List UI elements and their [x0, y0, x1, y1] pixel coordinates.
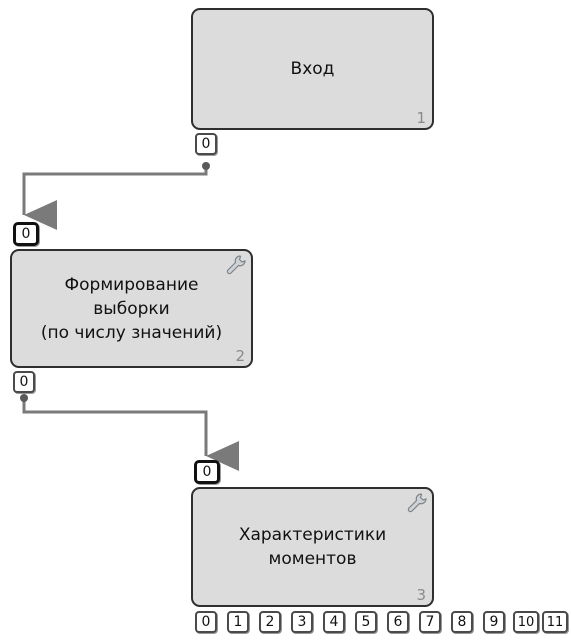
output-port[interactable]: 0 — [195, 133, 217, 155]
edge-2-to-3 — [22, 396, 239, 471]
output-port[interactable]: 3 — [291, 611, 313, 633]
node-moment-characteristics[interactable]: Характеристики моментов 3 — [191, 487, 434, 607]
output-port[interactable]: 10 — [513, 611, 539, 633]
wrench-icon[interactable] — [225, 254, 247, 276]
output-port[interactable]: 8 — [451, 611, 473, 633]
node-index: 1 — [416, 109, 426, 127]
port-connector-dot — [20, 394, 28, 402]
output-port[interactable]: 7 — [419, 611, 441, 633]
edge-1-to-2 — [22, 164, 208, 230]
output-port[interactable]: 1 — [227, 611, 249, 633]
node-index: 2 — [235, 347, 245, 365]
node-index: 3 — [416, 586, 426, 604]
output-port[interactable]: 0 — [13, 371, 35, 393]
output-port[interactable]: 0 — [195, 611, 217, 633]
node-input[interactable]: Вход 1 — [191, 8, 434, 130]
port-connector-dot — [202, 162, 210, 170]
output-port[interactable]: 5 — [355, 611, 377, 633]
node-title: Вход — [290, 59, 335, 79]
wrench-icon[interactable] — [406, 492, 428, 514]
output-port[interactable]: 6 — [387, 611, 409, 633]
output-port[interactable]: 9 — [483, 611, 505, 633]
node-title: Формирование выборки (по числу значений) — [40, 274, 223, 343]
input-port[interactable]: 0 — [194, 460, 220, 484]
node-title: Характеристики моментов — [238, 525, 387, 569]
output-port[interactable]: 11 — [542, 611, 568, 633]
input-port[interactable]: 0 — [13, 222, 39, 246]
output-port[interactable]: 4 — [323, 611, 345, 633]
node-sample-formation[interactable]: Формирование выборки (по числу значений)… — [10, 249, 253, 368]
output-port[interactable]: 2 — [259, 611, 281, 633]
